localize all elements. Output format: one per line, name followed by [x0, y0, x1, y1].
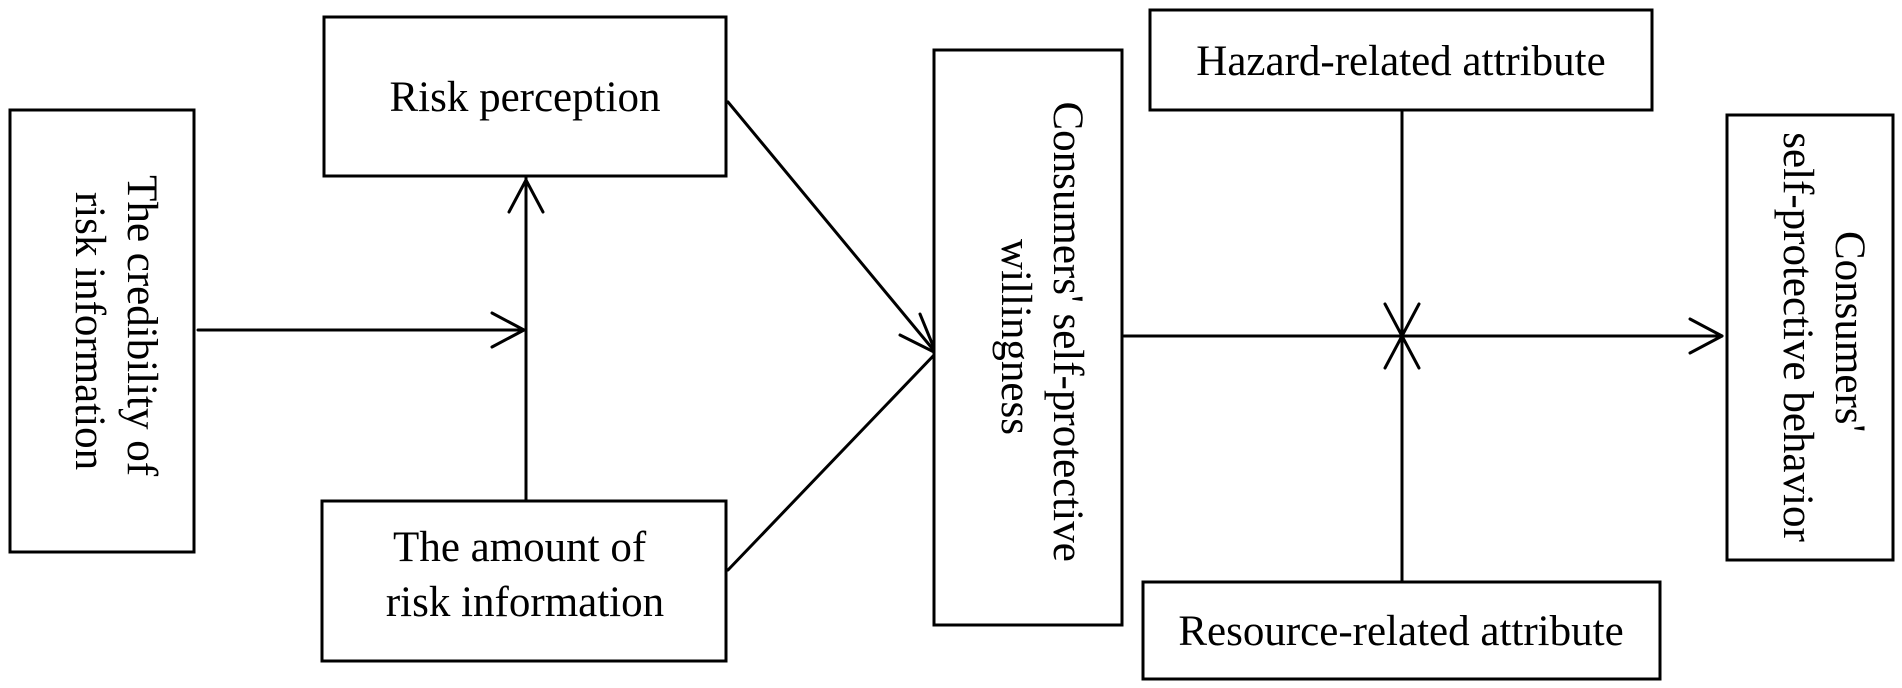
- arrowhead-amount-perception: [507, 178, 545, 214]
- arrowhead-behavior: [1688, 317, 1724, 355]
- node-willingness: Consumers' self-protective willingness: [932, 48, 1124, 627]
- amount-label: The amount of risk information: [386, 524, 664, 626]
- node-resource: Resource-related attribute: [1141, 580, 1662, 681]
- node-amount: The amount of risk information: [320, 499, 728, 663]
- resource-label: Resource-related attribute: [1178, 608, 1623, 655]
- arrowhead-credibility-path: [490, 311, 526, 349]
- behavior-label: Consumers' self-protective behavior: [1774, 132, 1873, 542]
- node-risk-perception: Risk perception: [322, 15, 728, 178]
- edge-perception-to-willingness: [726, 100, 938, 355]
- arrowhead-resource: [1383, 334, 1421, 370]
- credibility-label: The credibility of risk information: [66, 175, 165, 487]
- node-behavior: Consumers' self-protective behavior: [1725, 113, 1895, 562]
- hazard-label: Hazard-related attribute: [1196, 38, 1605, 85]
- edge-amount-to-willingness: [726, 351, 938, 572]
- risk-perception-label: Risk perception: [389, 74, 660, 121]
- connectors: [196, 100, 1724, 583]
- willingness-label: Consumers' self-protective willingness: [992, 101, 1091, 572]
- node-hazard: Hazard-related attribute: [1148, 8, 1654, 112]
- node-credibility: The credibility of risk information: [8, 108, 196, 554]
